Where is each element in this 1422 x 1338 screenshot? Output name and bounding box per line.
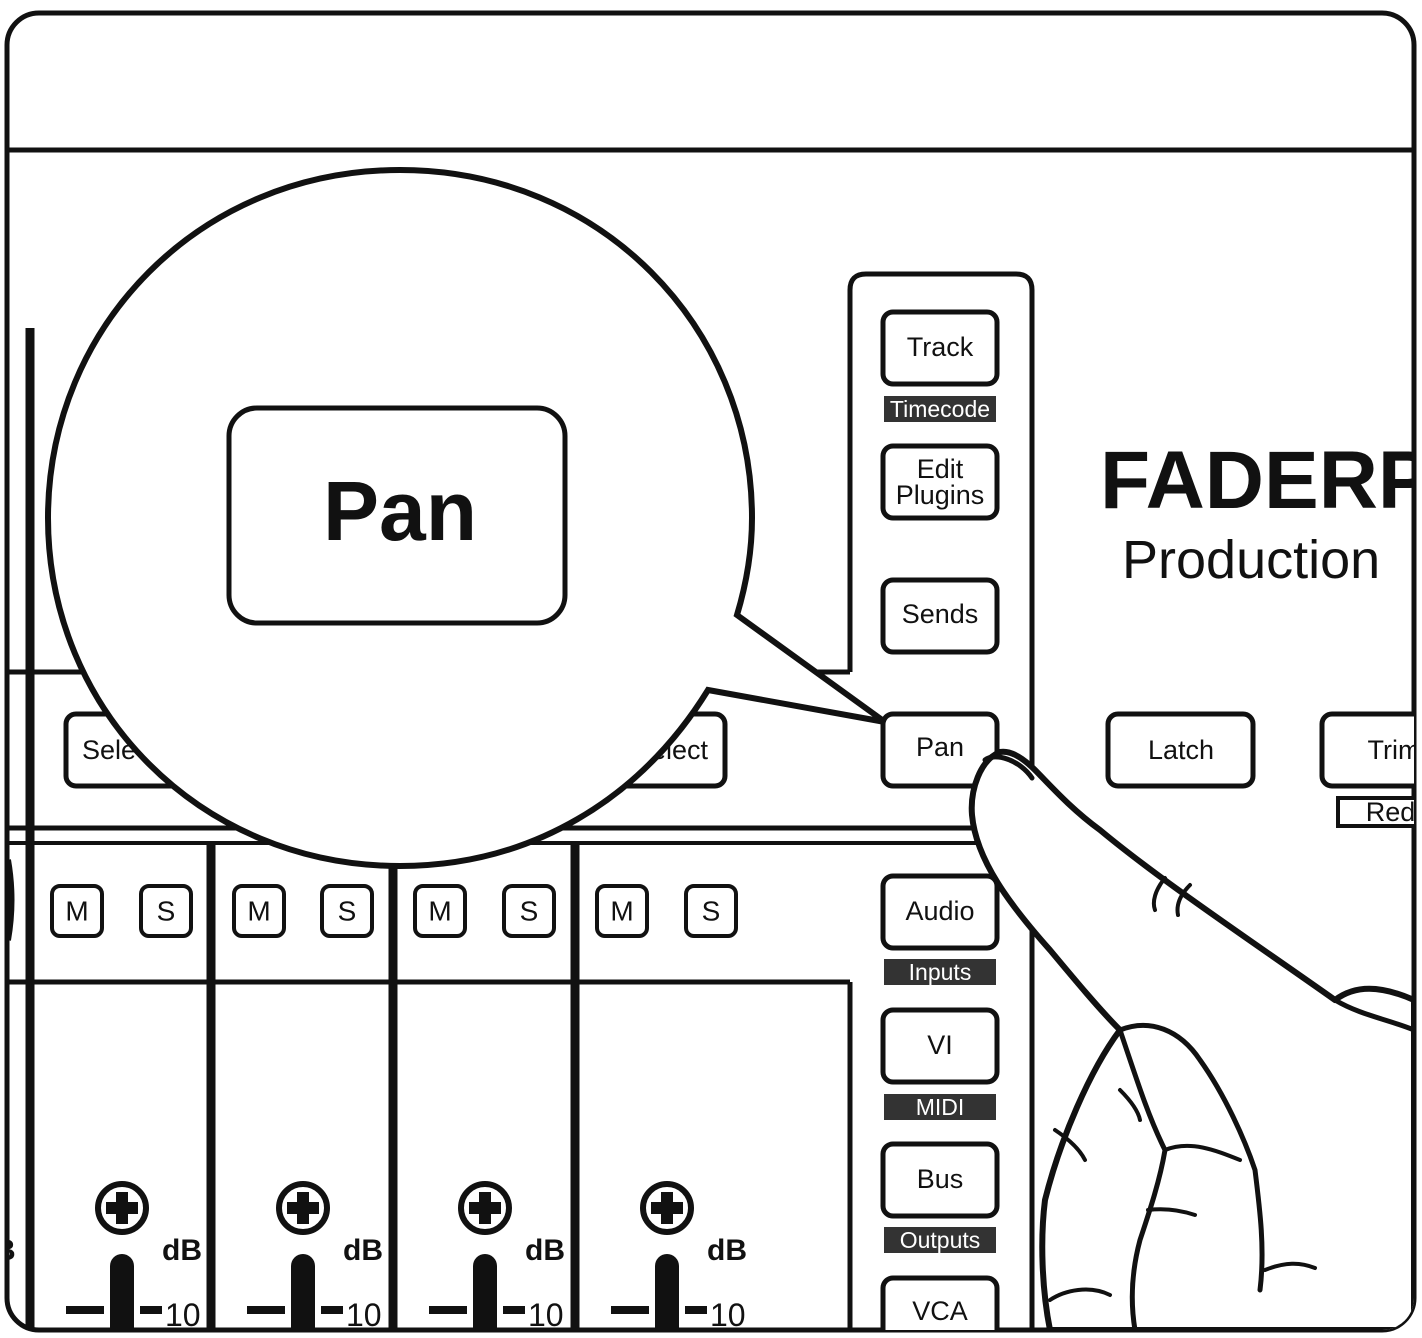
screw-icon (276, 1181, 330, 1235)
channel-strip-2: M S (232, 884, 374, 938)
mute-button[interactable]: M (413, 884, 467, 938)
fader-1: dB 10 (66, 1181, 202, 1338)
svg-text:Pan: Pan (323, 464, 477, 558)
svg-text:dB: dB (707, 1234, 747, 1267)
solo-button[interactable]: S (684, 884, 738, 938)
vca-button[interactable]: VCA (880, 1275, 1000, 1338)
track-button[interactable]: Track (880, 309, 1000, 387)
latch-button[interactable]: Latch (1105, 711, 1256, 789)
brand-name: FADERPORT (1100, 435, 1422, 526)
svg-text:Edit: Edit (917, 454, 964, 484)
svg-text:10: 10 (346, 1297, 382, 1333)
svg-text:MIDI: MIDI (916, 1094, 965, 1120)
svg-text:M: M (610, 896, 633, 927)
svg-text:10: 10 (710, 1297, 746, 1333)
svg-text:M: M (65, 896, 88, 927)
svg-text:Audio: Audio (905, 896, 974, 926)
bus-button[interactable]: Bus (880, 1141, 1000, 1219)
fader-cap[interactable] (291, 1254, 315, 1338)
svg-text:Redo: Redo (1366, 797, 1422, 827)
svg-text:VI: VI (927, 1030, 953, 1060)
pan-button[interactable]: Pan (880, 711, 1000, 789)
mute-button[interactable]: M (232, 884, 286, 938)
brand-subtitle: Production (1122, 530, 1380, 590)
redo-tag: Redo (1336, 796, 1422, 828)
svg-text:M: M (428, 896, 451, 927)
sends-button[interactable]: Sends (880, 577, 1000, 655)
svg-text:dB: dB (162, 1234, 202, 1267)
screw-icon (640, 1181, 694, 1235)
mute-button[interactable]: M (595, 884, 649, 938)
svg-text:Timecode: Timecode (890, 396, 990, 422)
channel-strip-3: M S (413, 884, 556, 938)
fader-3: dB 10 (429, 1181, 565, 1338)
svg-text:Sends: Sends (902, 599, 979, 629)
channel-strip-1: M S (50, 884, 193, 938)
svg-text:10: 10 (165, 1297, 201, 1333)
timecode-tag: Timecode (884, 396, 996, 422)
svg-text:VCA: VCA (912, 1296, 968, 1326)
vi-button[interactable]: VI (880, 1007, 1000, 1085)
svg-text:dB: dB (343, 1234, 383, 1267)
midi-tag: MIDI (884, 1094, 996, 1120)
svg-text:S: S (338, 896, 357, 927)
trim-button[interactable]: Trim (1319, 711, 1422, 789)
screw-icon (95, 1181, 149, 1235)
svg-text:Bus: Bus (917, 1164, 964, 1194)
fader-cap[interactable] (110, 1254, 134, 1338)
svg-text:Track: Track (907, 332, 974, 362)
svg-text:S: S (520, 896, 539, 927)
svg-text:S: S (702, 896, 721, 927)
mode-column-frame (847, 271, 1035, 1330)
fader-cap[interactable] (473, 1254, 497, 1338)
svg-text:Inputs: Inputs (909, 959, 972, 985)
inputs-tag: Inputs (884, 959, 996, 985)
edit-plugins-button[interactable]: Edit Plugins (880, 443, 1000, 521)
svg-text:Outputs: Outputs (900, 1227, 981, 1253)
solo-button[interactable]: S (502, 884, 556, 938)
svg-text:B: B (0, 1234, 16, 1267)
solo-button[interactable]: S (320, 884, 374, 938)
audio-button[interactable]: Audio (880, 873, 1000, 951)
svg-text:Plugins: Plugins (896, 480, 985, 510)
fader-4: dB 10 (611, 1181, 747, 1338)
solo-button[interactable]: S (139, 884, 193, 938)
fader-cap[interactable] (655, 1254, 679, 1338)
outputs-tag: Outputs (884, 1227, 996, 1253)
svg-text:Trim: Trim (1368, 735, 1421, 765)
svg-text:Pan: Pan (916, 732, 964, 762)
svg-text:M: M (247, 896, 270, 927)
fader-2: dB 10 (247, 1181, 383, 1338)
svg-text:S: S (157, 896, 176, 927)
screw-icon (458, 1181, 512, 1235)
channel-strip-4: M S (595, 884, 738, 938)
svg-text:Latch: Latch (1148, 735, 1214, 765)
pointing-hand (968, 748, 1414, 1330)
svg-text:10: 10 (528, 1297, 564, 1333)
callout-pan-button: Pan (226, 405, 568, 626)
mute-button[interactable]: M (50, 884, 104, 938)
svg-text:dB: dB (525, 1234, 565, 1267)
